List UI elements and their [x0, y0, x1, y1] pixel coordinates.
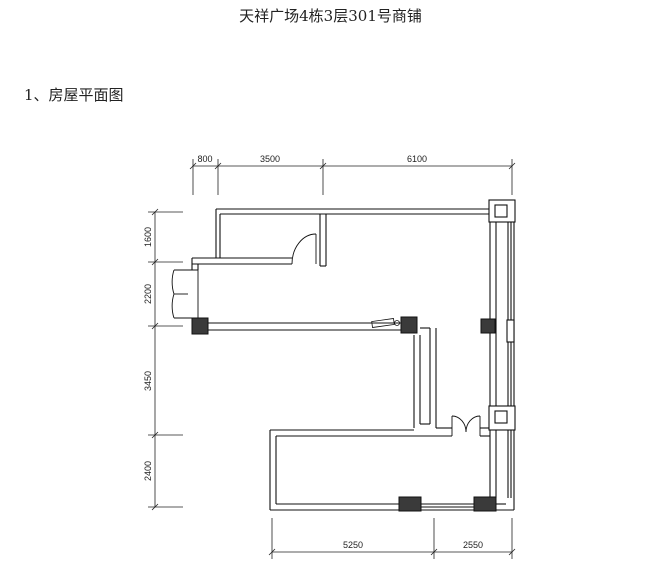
dim-left-2: 2200: [143, 284, 153, 304]
fixture-icon: [371, 318, 400, 328]
dim-top-3: 6100: [407, 154, 427, 164]
dim-top-1: 800: [197, 154, 212, 164]
bottom-dimension-line: [268, 518, 516, 559]
dim-left-1: 1600: [143, 227, 153, 247]
columns: [191, 316, 497, 512]
section-heading: 1、房屋平面图: [24, 86, 124, 104]
door-swing-upper: [291, 233, 317, 265]
dim-left-3: 3450: [143, 371, 153, 391]
walls: [191, 208, 515, 511]
door-swing-entrance: [171, 269, 199, 319]
left-dimension-line: [148, 208, 183, 511]
dim-top-2: 3500: [260, 154, 280, 164]
page-title: 天祥广场4栋3层301号商铺: [239, 7, 422, 25]
dim-bottom-1: 5250: [343, 540, 363, 550]
dim-left-4: 2400: [143, 461, 153, 481]
dim-bottom-2: 2550: [463, 540, 483, 550]
door-swing-lower: [451, 415, 481, 436]
corner-column-top: [488, 199, 516, 431]
top-dimension-line: [189, 159, 516, 195]
